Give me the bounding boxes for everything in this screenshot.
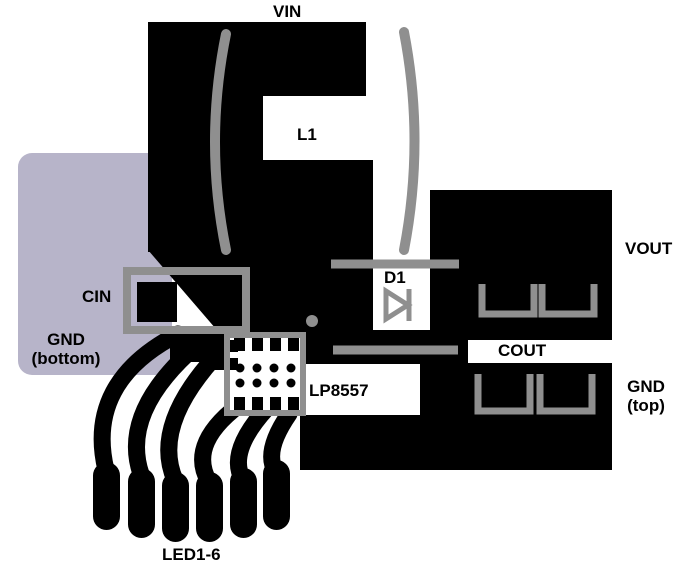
ic-ball-5 bbox=[235, 378, 245, 388]
inductor-l1-left-outline bbox=[210, 29, 231, 255]
ic-pad-top-1 bbox=[234, 338, 245, 351]
ic-ball-8 bbox=[286, 378, 296, 388]
ic-ball-2 bbox=[252, 363, 262, 373]
label-vout: VOUT bbox=[625, 239, 673, 258]
label-cin: CIN bbox=[82, 287, 112, 306]
vout-connector-outline-2 bbox=[538, 284, 598, 318]
component-outlines bbox=[123, 27, 598, 415]
left-column-pour bbox=[148, 22, 263, 252]
gnd-connector-outline-1 bbox=[474, 374, 534, 415]
label-gnd-top-line2: (top) bbox=[627, 396, 665, 415]
ic-pad-top-4 bbox=[288, 338, 299, 351]
led-pad-2 bbox=[128, 468, 155, 538]
ic-lp8557-footprint bbox=[214, 332, 306, 416]
gnd-top-pour bbox=[300, 363, 612, 470]
label-cout: COUT bbox=[498, 341, 547, 360]
label-gnd-bottom: GND (bottom) bbox=[20, 330, 112, 368]
via bbox=[306, 315, 318, 327]
led-pad-1 bbox=[93, 462, 120, 530]
led-trace-2 bbox=[127, 337, 205, 483]
d1-anode-triangle-icon bbox=[383, 286, 413, 324]
cin-outline bbox=[123, 267, 250, 334]
gnd-connector-outline-2 bbox=[536, 374, 596, 415]
led-pads bbox=[93, 460, 290, 542]
led-pad-3 bbox=[162, 472, 189, 542]
inductor-l1-right-outline bbox=[399, 27, 420, 255]
ic-ball-4 bbox=[286, 363, 296, 373]
ic-pad-bottom-2 bbox=[252, 397, 263, 410]
led-trace-3 bbox=[160, 349, 223, 489]
led-pad-4 bbox=[196, 472, 223, 542]
ic-ball-3 bbox=[269, 363, 279, 373]
label-gnd-bottom-line1: GND bbox=[47, 330, 85, 349]
cin-pad bbox=[137, 282, 177, 322]
ic-ball-7 bbox=[269, 378, 279, 388]
ic-pad-bottom-4 bbox=[288, 397, 299, 410]
ic-pad-bottom-1 bbox=[234, 397, 245, 410]
label-gnd-top: GND (top) bbox=[620, 377, 672, 415]
ic-pad-bottom-3 bbox=[270, 397, 281, 410]
vout-connector-outline-1 bbox=[478, 284, 538, 318]
ic-outline bbox=[224, 332, 306, 416]
bottom-copper-region bbox=[18, 153, 172, 375]
ic-ball-1 bbox=[235, 363, 245, 373]
label-led1-6: LED1-6 bbox=[162, 545, 221, 564]
label-lp8557: LP8557 bbox=[309, 381, 369, 400]
led-pad-6 bbox=[263, 460, 290, 530]
led-trace-1 bbox=[93, 325, 187, 479]
label-gnd-top-line1: GND bbox=[627, 377, 665, 396]
switch-node-pour bbox=[263, 160, 373, 346]
led-pad-5 bbox=[230, 468, 257, 538]
ic-ball-6 bbox=[252, 378, 262, 388]
label-d1: D1 bbox=[384, 268, 406, 287]
label-vin: VIN bbox=[273, 2, 302, 21]
ic-pads bbox=[214, 338, 299, 410]
label-l1: L1 bbox=[297, 125, 317, 144]
ic-pad-top-2 bbox=[252, 338, 263, 351]
ic-pad-top-3 bbox=[270, 338, 281, 351]
label-gnd-bottom-line2: (bottom) bbox=[31, 349, 101, 368]
